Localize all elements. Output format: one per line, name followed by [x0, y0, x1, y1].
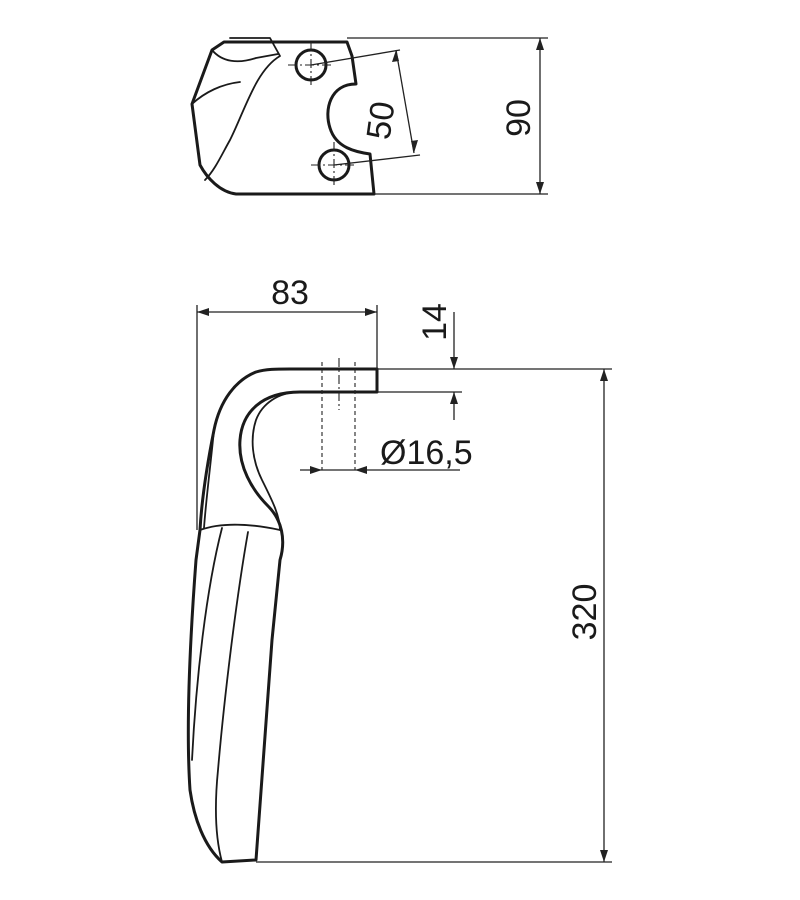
- blade-edge-line-2: [215, 531, 249, 863]
- dim-50-arrow-top: [392, 50, 399, 62]
- dim-dia-arrow-right: [355, 466, 367, 474]
- dim-50-line: [395, 49, 415, 154]
- dim-hole-spacing-label: 50: [360, 99, 403, 142]
- flange-bevel-inner: [211, 49, 279, 63]
- dim-length-label: 320: [566, 584, 604, 641]
- dim-hole-diameter-label: Ø16,5: [380, 434, 473, 472]
- dim-14-arrow-bottom: [450, 392, 458, 404]
- top-view: 50 90: [190, 37, 548, 196]
- dim-dia-arrow-left: [310, 466, 322, 474]
- flange-bevel-line: [191, 81, 241, 105]
- blade-edge-line-1: [199, 523, 281, 531]
- dim-50-ext-lower: [333, 154, 421, 166]
- dim-320-arrow-top: [600, 369, 608, 381]
- dim-90-arrow-bottom: [536, 182, 544, 194]
- flange-bevel-outer: [204, 37, 281, 181]
- dim-height-label: 90: [500, 99, 538, 137]
- dim-83-arrow-left: [197, 308, 209, 316]
- dim-width-label: 83: [271, 274, 309, 312]
- blade-outline: [186, 367, 379, 864]
- dim-50-arrow-bottom: [411, 140, 418, 153]
- blade-bend-inner: [251, 391, 301, 531]
- blade-edge-line-4: [203, 429, 215, 529]
- side-view: 83 14 Ø16,5 320: [186, 274, 612, 864]
- dim-thickness-label: 14: [416, 303, 454, 341]
- dim-320-arrow-bottom: [600, 850, 608, 862]
- dim-50-ext-upper: [310, 49, 401, 66]
- dim-14-arrow-top: [450, 357, 458, 369]
- blade-edge-line-3: [191, 527, 223, 761]
- dim-83-arrow-right: [365, 308, 377, 316]
- dim-90-arrow-top: [536, 38, 544, 50]
